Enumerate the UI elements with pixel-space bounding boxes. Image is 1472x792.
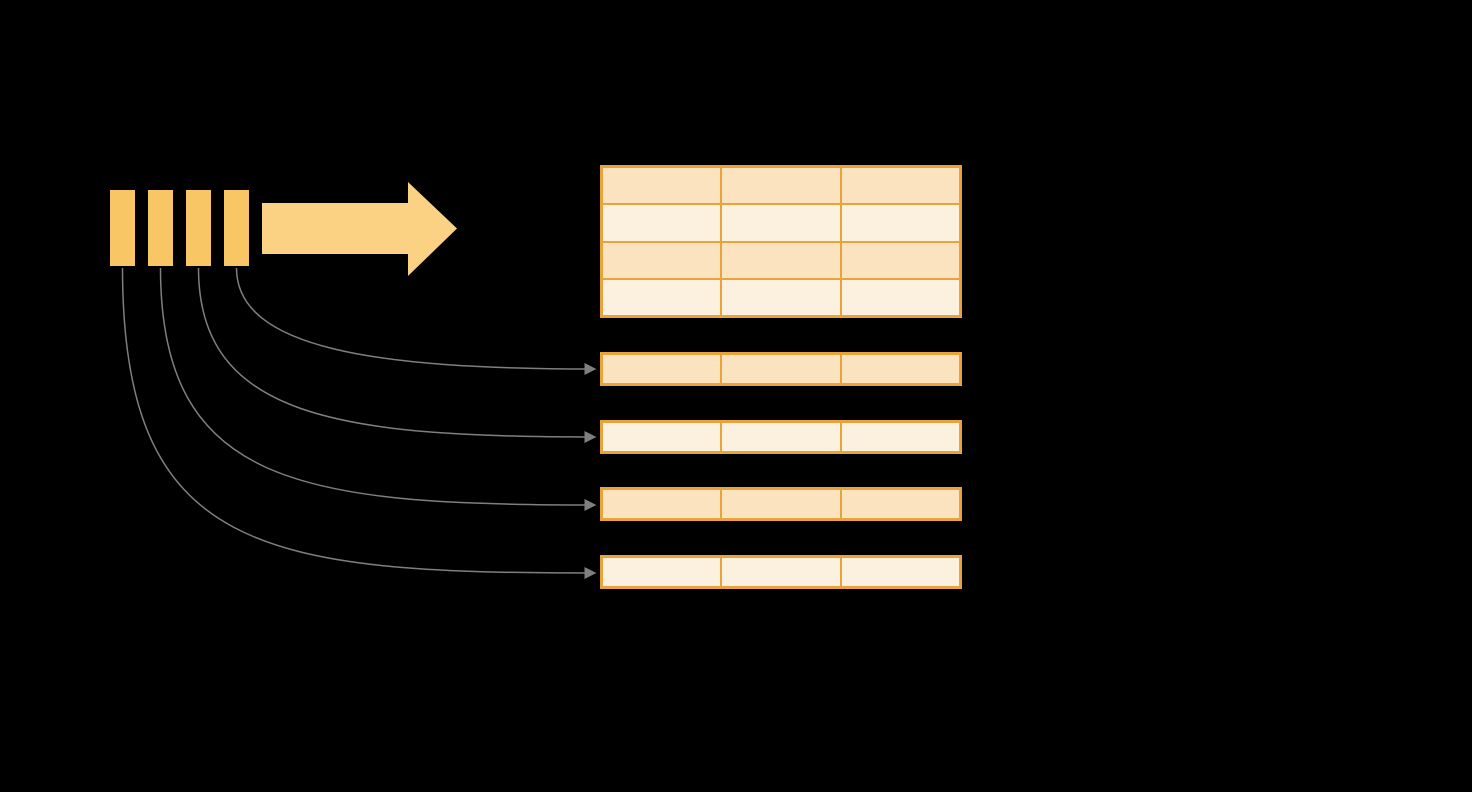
main-table-cell-r3c1	[602, 241, 722, 279]
stream-bar-2	[148, 190, 173, 266]
row-table-4-cell-3	[840, 557, 960, 587]
main-table-cell-r3c2	[721, 241, 841, 279]
connector-arrow-1	[235, 267, 597, 375]
flow-block-arrow	[262, 182, 457, 276]
row-table-2-cell-3	[840, 422, 960, 452]
stream-bar-1	[110, 190, 135, 266]
row-table-2-cell-2	[721, 422, 841, 452]
row-table-3-cell-1	[602, 489, 722, 519]
main-batch-table	[600, 165, 962, 318]
connector-arrow-4	[121, 267, 597, 579]
row-table-1-cell-2	[721, 354, 841, 384]
stream-bar-4	[224, 190, 249, 266]
main-table-cell-r2c3	[840, 204, 960, 242]
row-table-4-cell-1	[602, 557, 722, 587]
main-table-cell-r4c3	[840, 278, 960, 316]
main-table-cell-r3c3	[840, 241, 960, 279]
main-table-cell-r1c3	[840, 167, 960, 205]
row-table-2-cell-1	[602, 422, 722, 452]
row-table-1-cell-1	[602, 354, 722, 384]
main-table-cell-r2c1	[602, 204, 722, 242]
main-table-cell-r1c1	[602, 167, 722, 205]
batch-row-table-3	[600, 487, 962, 521]
connector-arrow-2	[197, 267, 597, 443]
row-table-3-cell-3	[840, 489, 960, 519]
row-table-3-cell-2	[721, 489, 841, 519]
main-table-cell-r1c2	[721, 167, 841, 205]
row-table-1-cell-3	[840, 354, 960, 384]
batch-row-table-4	[600, 555, 962, 589]
batch-row-table-2	[600, 420, 962, 454]
main-table-cell-r4c2	[721, 278, 841, 316]
connector-arrow-3	[159, 267, 597, 511]
stream-bar-3	[186, 190, 211, 266]
batch-row-table-1	[600, 352, 962, 386]
row-table-4-cell-2	[721, 557, 841, 587]
main-table-cell-r4c1	[602, 278, 722, 316]
main-table-cell-r2c2	[721, 204, 841, 242]
